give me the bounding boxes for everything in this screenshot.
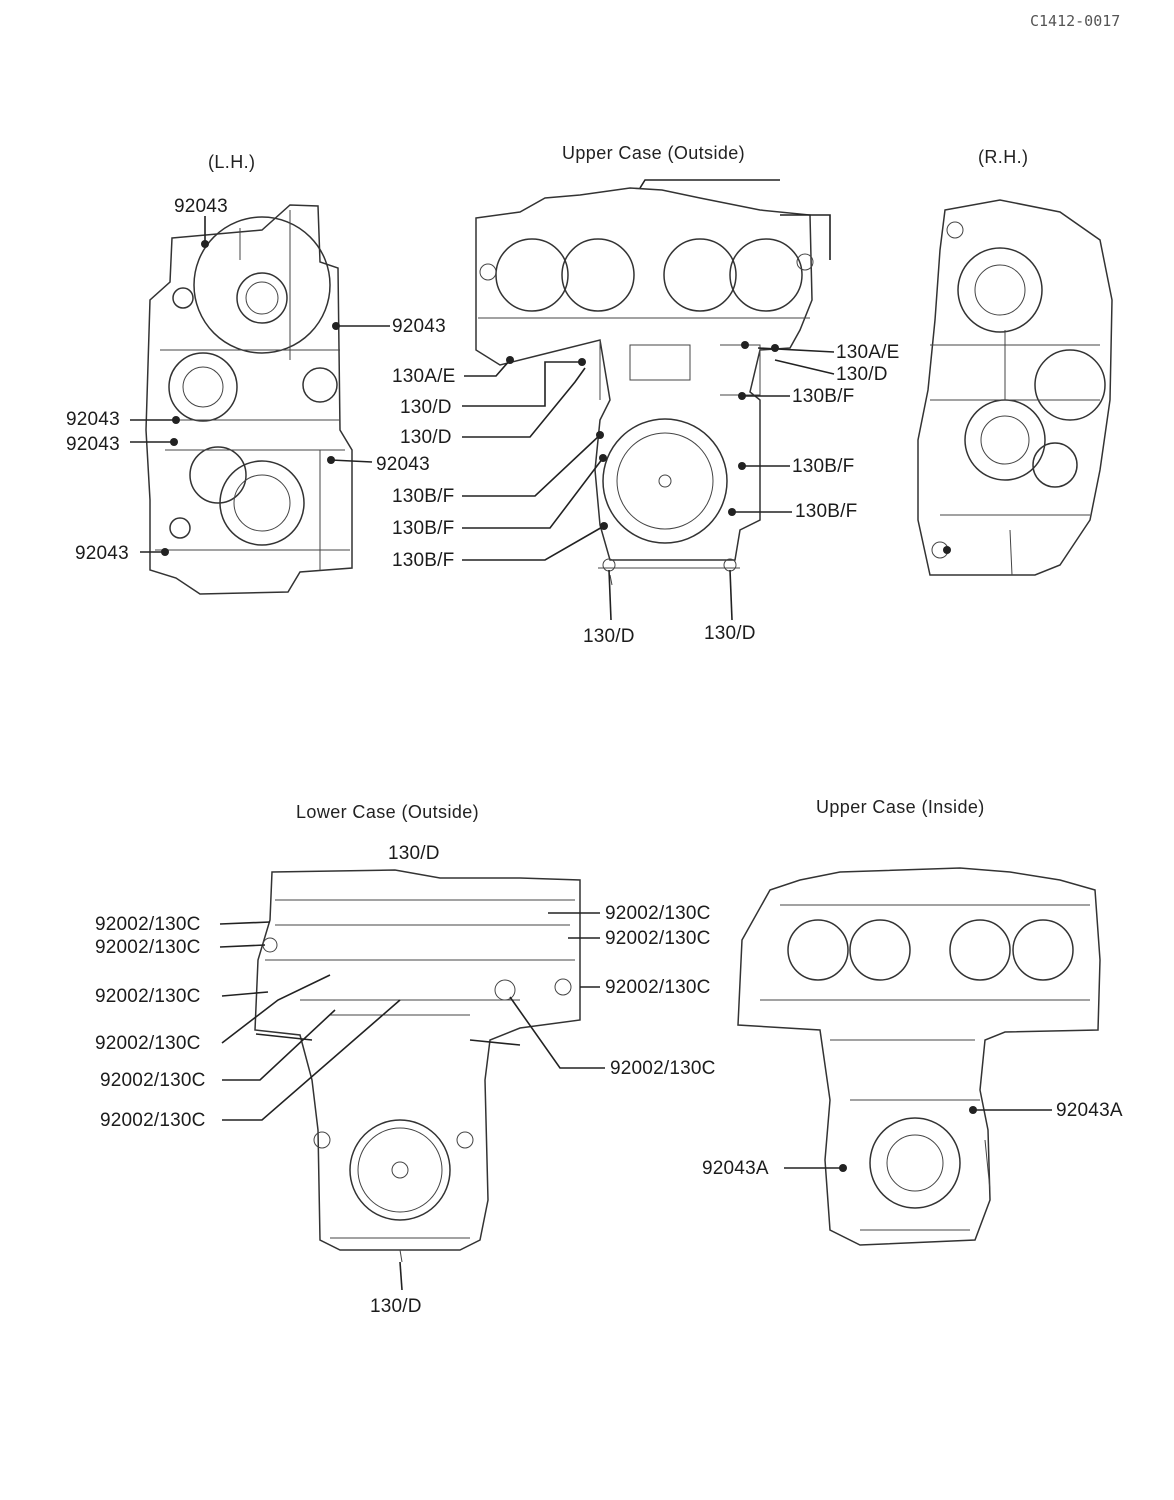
part-label: 130/D (400, 427, 452, 448)
part-label: 92043 (174, 196, 228, 217)
upper-case-outside-title: Upper Case (Outside) (562, 143, 746, 163)
document-id: C1412-0017 (1030, 12, 1121, 30)
part-label: 92043 (66, 409, 120, 430)
part-label: 92002/130C (605, 928, 711, 949)
part-label: 92002/130C (95, 1033, 201, 1054)
part-label: 92002/130C (100, 1070, 206, 1091)
lh-leader-lines (130, 216, 390, 552)
upper-case-inside-title: Upper Case (Inside) (816, 797, 985, 817)
part-label: 130B/F (392, 550, 455, 571)
rh-view-title: (R.H.) (978, 147, 1029, 167)
part-label: 92043A (702, 1158, 769, 1179)
part-label: 92043 (75, 543, 129, 564)
part-label: 130/D (836, 364, 888, 385)
upper-case-inside-drawing (738, 868, 1100, 1245)
part-label: 130B/F (392, 518, 455, 539)
part-label: 92043A (1056, 1100, 1123, 1121)
lh-view-title: (L.H.) (208, 152, 256, 172)
part-label: 130/D (370, 1296, 422, 1317)
part-label: 130B/F (792, 386, 855, 407)
upper-outside-leader-lines (462, 180, 834, 620)
part-label: 92002/130C (95, 937, 201, 958)
part-label: 92002/130C (95, 914, 201, 935)
part-label: 92002/130C (95, 986, 201, 1007)
part-label: 130B/F (792, 456, 855, 477)
part-label: 92043 (376, 454, 430, 475)
part-label: 130B/F (795, 501, 858, 522)
part-label: 130/D (704, 623, 756, 644)
lower-case-outside-drawing (255, 870, 580, 1262)
part-label: 92002/130C (610, 1058, 716, 1079)
lower-case-outside-title: Lower Case (Outside) (296, 802, 480, 822)
part-label: 92043 (392, 316, 446, 337)
part-label: 130/D (583, 626, 635, 647)
part-label: 130/D (400, 397, 452, 418)
part-label: 130A/E (392, 366, 456, 387)
part-label: 130A/E (836, 342, 900, 363)
lower-outside-leader-lines (220, 913, 605, 1290)
part-label: 130/D (388, 843, 440, 864)
lh-crankcase-drawing (146, 205, 352, 594)
part-label: 92002/130C (605, 977, 711, 998)
part-label: 92043 (66, 434, 120, 455)
part-label: 92002/130C (100, 1110, 206, 1131)
part-label: 130B/F (392, 486, 455, 507)
rh-crankcase-drawing (918, 200, 1112, 575)
upper-case-outside-drawing (476, 188, 813, 585)
part-label: 92002/130C (605, 903, 711, 924)
upper-inside-leader-lines (784, 1110, 1052, 1168)
